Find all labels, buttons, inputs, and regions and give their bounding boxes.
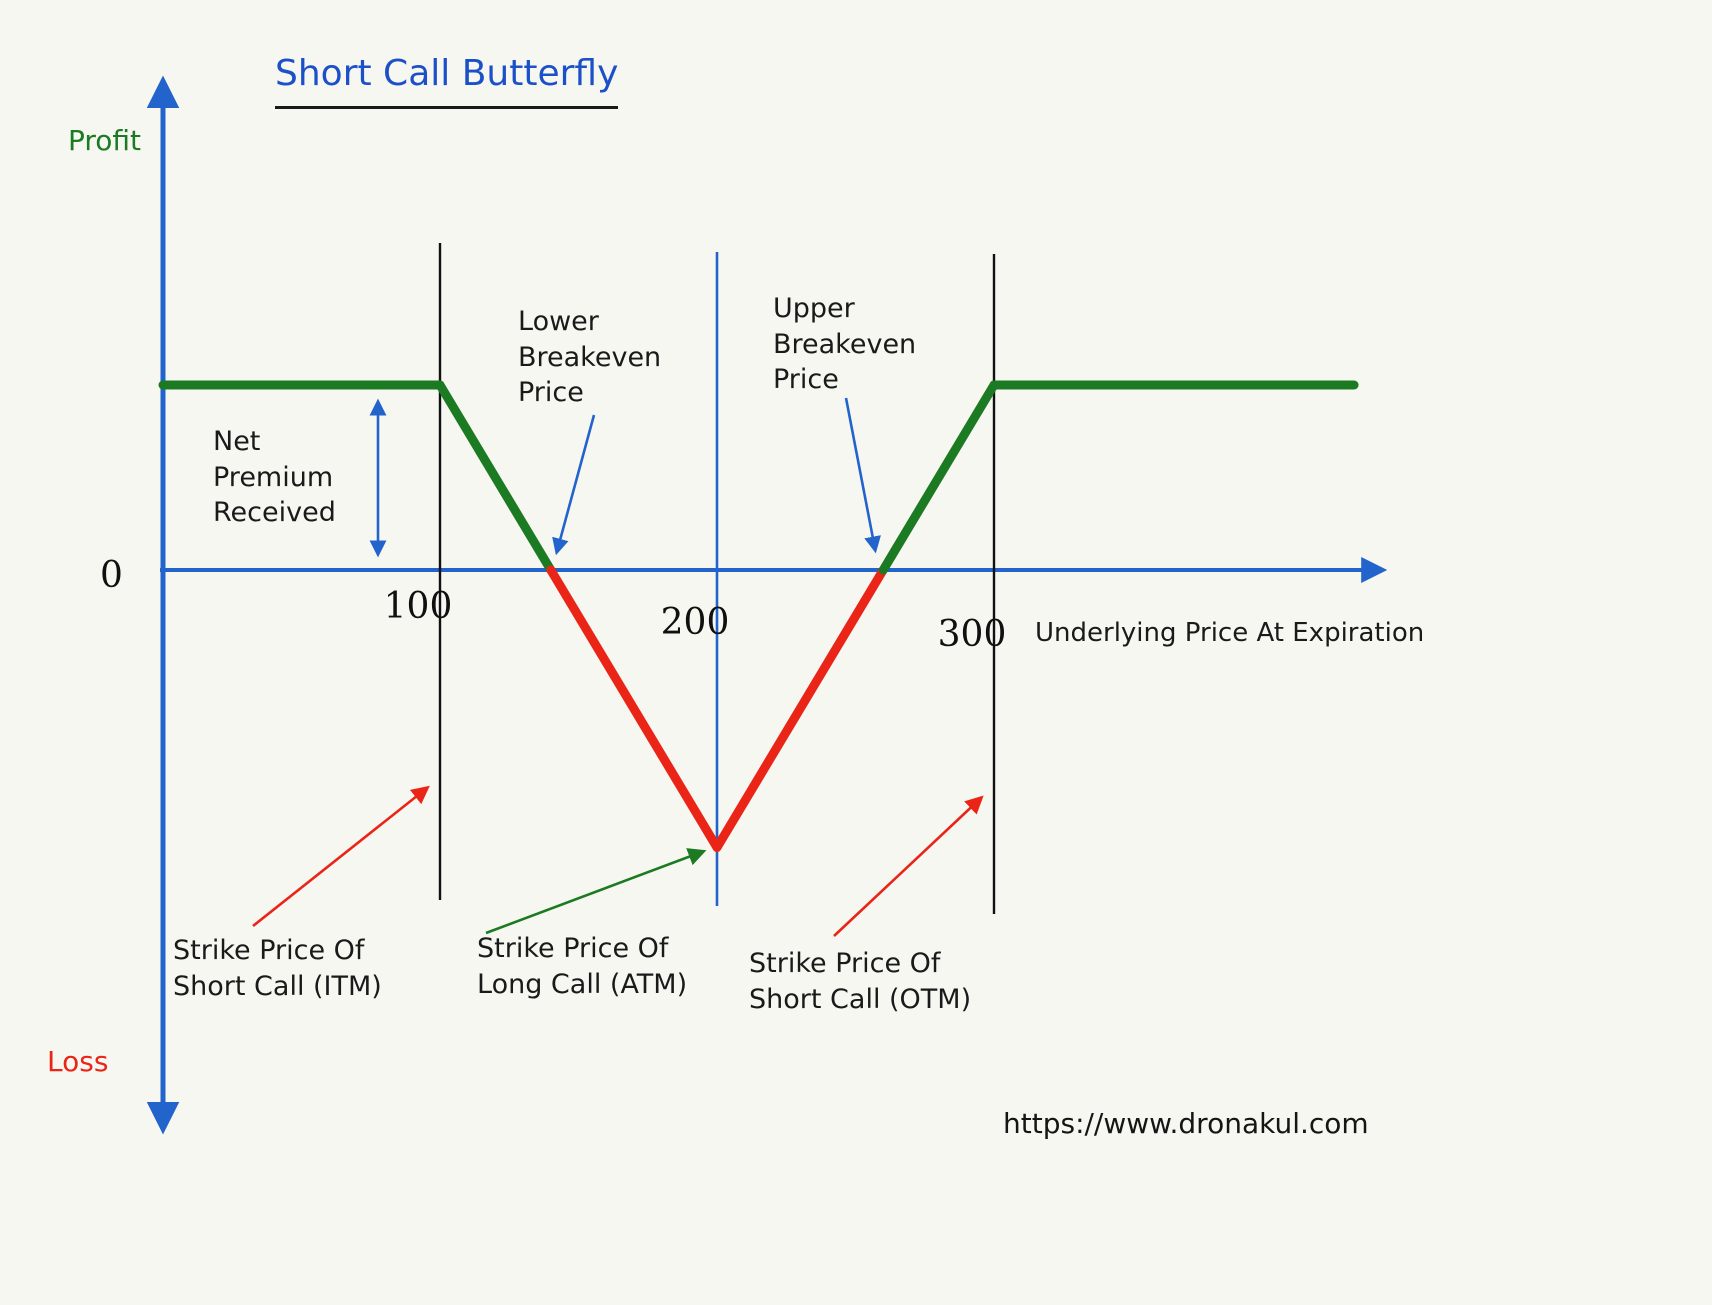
x-tick-label-200: 200 <box>660 602 730 643</box>
annotation-arrows-group <box>252 397 984 937</box>
strike-otm-arrow <box>833 795 984 937</box>
origin-zero-label: 0 <box>100 555 123 596</box>
payoff-segment-1 <box>435 380 556 575</box>
payoff-segment-2 <box>546 565 722 852</box>
lower-breakeven-annotation: Lower Breakeven Price <box>518 306 662 409</box>
strike-atm-annotation: Strike Price Of Long Call (ATM) <box>477 933 688 1000</box>
upper-breakeven-arrow <box>844 397 881 554</box>
upper-breakeven-annotation: Upper Breakeven Price <box>773 293 917 396</box>
strike-lines-group <box>438 243 996 914</box>
lower-breakeven-arrow <box>552 414 596 556</box>
y-axis-profit-label: Profit <box>68 124 142 157</box>
strike-itm-annotation: Strike Price Of Short Call (ITM) <box>173 935 382 1002</box>
site-watermark: https://www.dronakul.com <box>1003 1107 1369 1140</box>
y-axis-loss-label: Loss <box>47 1045 109 1078</box>
payoff-segment-4 <box>878 380 999 575</box>
strike-otm-annotation: Strike Price Of Short Call (OTM) <box>749 948 972 1015</box>
x-axis-title: Underlying Price At Expiration <box>1035 618 1425 648</box>
strike-itm-arrow <box>252 785 430 928</box>
chart-title: Short Call Butterfly <box>275 50 619 109</box>
axes-group <box>146 75 1388 1135</box>
x-tick-label-300: 300 <box>937 614 1007 655</box>
payoff-line-group <box>158 380 1359 852</box>
net-premium-annotation: Net Premium Received <box>213 426 336 529</box>
strike-atm-arrow <box>485 848 707 935</box>
x-tick-label-100: 100 <box>383 586 453 627</box>
payoff-segment-3 <box>712 565 888 852</box>
